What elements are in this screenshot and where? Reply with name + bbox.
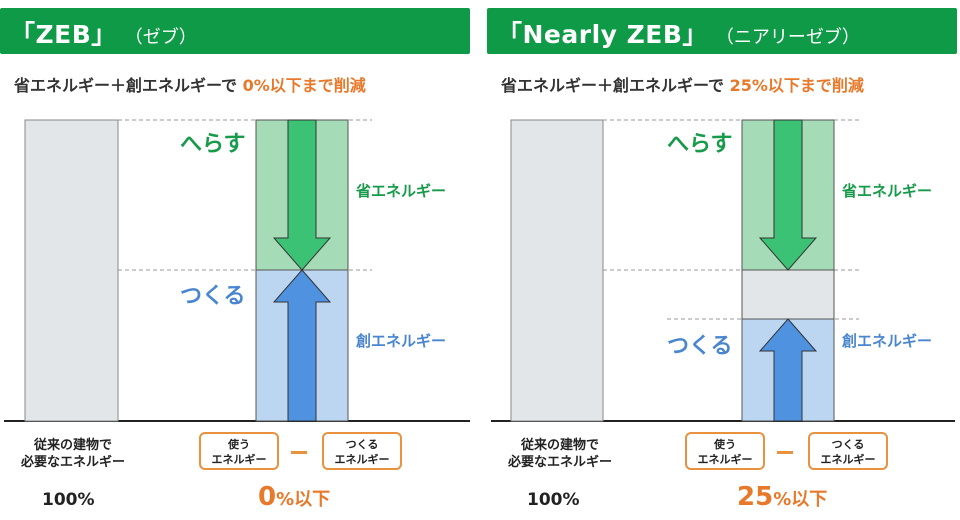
baseline-caption-line1: 従来の建物で — [33, 438, 112, 453]
use-box-line1: 使う — [714, 438, 736, 451]
reduce-label: へらす — [180, 132, 246, 157]
create-label: つくる — [180, 284, 246, 309]
subtitle-highlight: 25%以下まで削減 — [729, 76, 864, 95]
create-up-arrow — [272, 269, 332, 422]
reduce-down-arrow — [272, 119, 332, 271]
use-energy-box: 使う エネルギー — [199, 432, 279, 470]
result-value: 25%以下 — [737, 482, 827, 512]
baseline-value: 100% — [527, 490, 580, 510]
use-box-line1: 使う — [228, 438, 250, 451]
reduce-down-arrow — [758, 119, 818, 271]
panel-banner: 「ZEB」 （ゼブ） — [0, 8, 470, 54]
panel-title: 「ZEB」 — [10, 20, 117, 49]
create-up-arrow — [758, 318, 818, 422]
use-energy-box: 使う エネルギー — [685, 432, 765, 470]
result-suffix: %以下 — [276, 489, 331, 510]
create-box-line1: つくる — [831, 438, 865, 451]
panel-subtitle: 省エネルギー＋創エネルギーで 0%以下まで削減 — [14, 72, 366, 96]
minus-sign — [291, 451, 307, 454]
create-energy-label: 創エネルギー — [842, 332, 933, 350]
panel-nearly-zeb: 「Nearly ZEB」 （ニアリーゼブ） 省エネルギー＋創エネルギーで 25%… — [487, 0, 960, 520]
panel-title: 「Nearly ZEB」 — [497, 20, 708, 49]
result-suffix: %以下 — [773, 489, 828, 510]
subtitle-prefix: 省エネルギー＋創エネルギーで — [501, 76, 730, 95]
create-energy-box: つくる エネルギー — [808, 432, 888, 470]
use-box-line2: エネルギー — [211, 453, 267, 466]
minus-sign — [777, 451, 793, 454]
energy-bars-graphic — [4, 119, 470, 422]
result-number: 0 — [258, 482, 277, 512]
baseline-caption: 従来の建物で 必要なエネルギー — [491, 437, 629, 471]
panel-subtitle: 省エネルギー＋創エネルギーで 25%以下まで削減 — [501, 72, 864, 96]
create-box-line2: エネルギー — [820, 453, 876, 466]
panel-title-reading: （ニアリーゼブ） — [715, 27, 860, 48]
panel-title-reading: （ゼブ） — [124, 27, 197, 48]
save-energy-label: 省エネルギー — [356, 182, 447, 200]
create-box-line1: つくる — [345, 438, 379, 451]
panel-zeb: 「ZEB」 （ゼブ） 省エネルギー＋創エネルギーで 0%以下まで削減 へらす つ… — [0, 0, 475, 520]
baseline-caption: 従来の建物で 必要なエネルギー — [4, 437, 142, 471]
create-label: つくる — [667, 334, 733, 359]
panel-banner: 「Nearly ZEB」 （ニアリーゼブ） — [487, 8, 957, 54]
result-value: 0%以下 — [258, 482, 330, 512]
subtitle-prefix: 省エネルギー＋創エネルギーで — [14, 76, 243, 95]
baseline-caption-line1: 従来の建物で — [520, 438, 599, 453]
reduce-label: へらす — [667, 132, 733, 157]
remaining-energy-block — [741, 269, 835, 320]
baseline-caption-line2: 必要なエネルギー — [20, 455, 125, 470]
result-number: 25 — [737, 482, 774, 512]
baseline-energy-bar — [24, 119, 119, 422]
energy-bars-graphic — [491, 119, 955, 422]
subtitle-highlight: 0%以下まで削減 — [242, 76, 366, 95]
baseline-caption-line2: 必要なエネルギー — [507, 455, 612, 470]
save-energy-label: 省エネルギー — [842, 182, 933, 200]
create-box-line2: エネルギー — [334, 453, 390, 466]
baseline-energy-bar — [510, 119, 604, 422]
create-energy-box: つくる エネルギー — [322, 432, 402, 470]
baseline-value: 100% — [42, 490, 95, 510]
use-box-line2: エネルギー — [697, 453, 753, 466]
create-energy-label: 創エネルギー — [356, 332, 447, 350]
